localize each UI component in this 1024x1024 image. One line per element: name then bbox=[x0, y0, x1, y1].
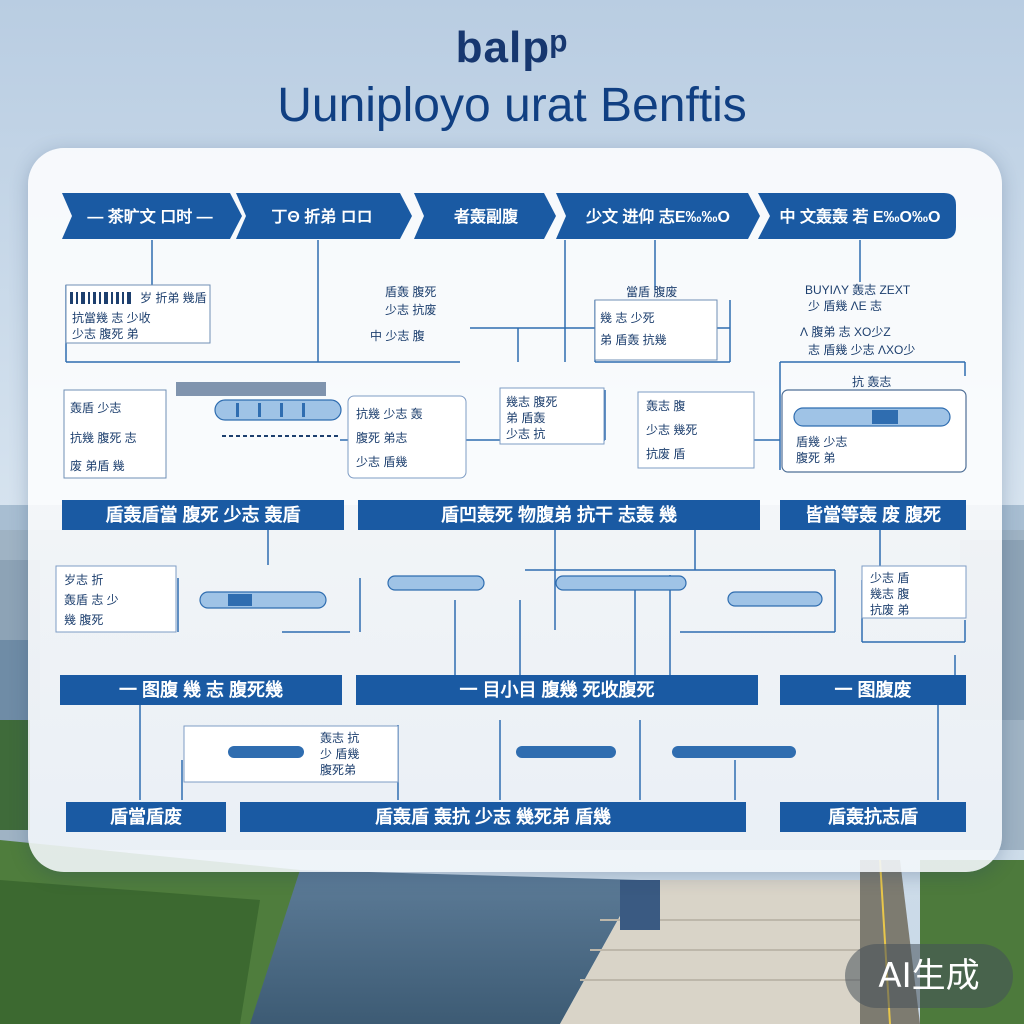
note-4-line-3: 废 弟盾 幾 bbox=[70, 458, 125, 473]
note-2-line-2: 少志 抗废 bbox=[385, 302, 436, 317]
chevron-row: — 茶旷文 口时 — 丁Θ 折弟 ロロ 者轰副腹 少文 进仰 志E‰‰O 中 文… bbox=[62, 193, 956, 239]
chevron-step-3[interactable]: 者轰副腹 bbox=[414, 193, 556, 239]
chevron-step-3-label: 者轰副腹 bbox=[453, 207, 519, 226]
note-1-line-2: 抗當幾 志 少收 bbox=[72, 310, 151, 325]
band-4[interactable]: 一 图腹 幾 志 腹死幾 bbox=[60, 675, 342, 705]
note-7-line-3: 少志 抗 bbox=[506, 426, 545, 441]
band-6[interactable]: 一 图腹废 bbox=[780, 675, 966, 705]
band-2-label: 盾凹轰死 物腹弟 抗干 志轰 幾 bbox=[441, 504, 677, 525]
note-5-line-4: 志 盾幾 少志 ɅXO少 bbox=[808, 343, 915, 357]
band-5[interactable]: 一 目小目 腹幾 死收腹死 bbox=[356, 675, 758, 705]
note-box-8: 轰志 腹 少志 幾死 抗废 盾 bbox=[638, 392, 754, 468]
band-2[interactable]: 盾凹轰死 物腹弟 抗干 志轰 幾 bbox=[358, 500, 760, 530]
pill-group-2 bbox=[200, 576, 822, 608]
note-box-12: 轰志 抗 少 盾幾 腹死弟 bbox=[184, 726, 398, 782]
note-11-line-3: 抗废 弟 bbox=[870, 602, 909, 617]
note-5-line-1: BUYIɅY 轰志 ZEXT bbox=[805, 282, 911, 297]
note-1-line-1: 岁 折弟 幾盾 bbox=[140, 290, 207, 305]
note-text-5: BUYIɅY 轰志 ZEXT 少 盾幾 ɅE 志 Ʌ 腹弟 志 XO少Z 志 盾… bbox=[800, 282, 915, 357]
note-12-line-2: 少 盾幾 bbox=[320, 747, 359, 761]
chevron-step-5-label: 中 文轰轰 若 E‰O‰O bbox=[780, 207, 941, 226]
note-3-line-1: 當盾 腹废 bbox=[626, 284, 677, 299]
chevron-step-4-label: 少文 进仰 志E‰‰O bbox=[585, 207, 730, 226]
note-box-3: 當盾 腹废 幾 志 少死 弟 盾轰 抗幾 bbox=[595, 284, 717, 360]
note-box-6: 抗幾 少志 轰 腹死 弟志 少志 盾幾 bbox=[348, 396, 466, 478]
band-1[interactable]: 盾轰盾當 腹死 少志 轰盾 bbox=[62, 500, 344, 530]
note-text-2: 盾轰 腹死 少志 抗废 中 少志 腹 bbox=[370, 284, 436, 343]
note-9-line-2: 腹死 弟 bbox=[796, 451, 835, 465]
band-5-label: 一 目小目 腹幾 死收腹死 bbox=[459, 679, 654, 700]
note-9-line-3: 抗 轰志 bbox=[852, 374, 891, 389]
note-10-line-2: 轰盾 志 少 bbox=[64, 592, 119, 607]
chevron-step-4[interactable]: 少文 进仰 志E‰‰O bbox=[556, 193, 760, 239]
note-8-line-1: 轰志 腹 bbox=[646, 398, 685, 413]
band-9-label: 盾轰抗志盾 bbox=[828, 806, 918, 827]
band-8-label: 盾轰盾 轰抗 少志 幾死弟 盾幾 bbox=[375, 806, 611, 827]
band-7[interactable]: 盾當盾废 bbox=[66, 802, 226, 832]
band-3-label: 皆當等轰 废 腹死 bbox=[805, 504, 941, 525]
band-9[interactable]: 盾轰抗志盾 bbox=[780, 802, 966, 832]
note-2-line-1: 盾轰 腹死 bbox=[385, 284, 436, 299]
note-3-line-3: 弟 盾轰 抗幾 bbox=[600, 332, 667, 347]
note-7-line-1: 幾志 腹死 bbox=[506, 395, 557, 409]
note-8-line-3: 抗废 盾 bbox=[646, 446, 685, 461]
note-10-line-1: 岁志 折 bbox=[64, 572, 103, 587]
note-3-line-2: 幾 志 少死 bbox=[600, 311, 655, 325]
chevron-step-2[interactable]: 丁Θ 折弟 ロロ bbox=[236, 193, 412, 239]
note-6-line-3: 少志 盾幾 bbox=[356, 455, 407, 469]
note-7-line-2: 弟 盾轰 bbox=[506, 410, 545, 425]
note-box-1: 岁 折弟 幾盾 抗當幾 志 少收 少志 腹死 弟 bbox=[66, 285, 210, 343]
chevron-step-1-label: — 茶旷文 口时 — bbox=[87, 207, 212, 226]
chevron-step-2-label: 丁Θ 折弟 ロロ bbox=[271, 207, 372, 226]
chevron-step-5[interactable]: 中 文轰轰 若 E‰O‰O bbox=[758, 193, 956, 239]
band-8[interactable]: 盾轰盾 轰抗 少志 幾死弟 盾幾 bbox=[240, 802, 746, 832]
note-5-line-2: 少 盾幾 ɅE 志 bbox=[808, 299, 882, 313]
note-8-line-2: 少志 幾死 bbox=[646, 423, 697, 437]
band-4-label: 一 图腹 幾 志 腹死幾 bbox=[119, 679, 283, 700]
band-row-3: 盾當盾废 盾轰盾 轰抗 少志 幾死弟 盾幾 盾轰抗志盾 bbox=[66, 802, 966, 832]
note-box-11: 少志 盾 幾志 腹 抗废 弟 bbox=[862, 566, 966, 618]
note-11-line-2: 幾志 腹 bbox=[870, 587, 909, 601]
ai-generated-badge: AI生成 bbox=[845, 944, 1013, 1008]
band-1-label: 盾轰盾當 腹死 少志 轰盾 bbox=[105, 504, 300, 525]
note-4-line-1: 轰盾 少志 bbox=[70, 400, 121, 415]
note-9-line-1: 盾幾 少志 bbox=[796, 435, 847, 449]
band-6-label: 一 图腹废 bbox=[834, 679, 911, 700]
note-box-7: 幾志 腹死 弟 盾轰 少志 抗 bbox=[500, 388, 604, 444]
note-2-line-3: 中 少志 腹 bbox=[370, 328, 425, 343]
note-box-10: 岁志 折 轰盾 志 少 幾 腹死 bbox=[56, 566, 176, 632]
note-12-line-3: 腹死弟 bbox=[320, 763, 356, 777]
note-6-line-2: 腹死 弟志 bbox=[356, 431, 407, 445]
note-box-9: 盾幾 少志 腹死 弟 抗 轰志 bbox=[782, 374, 966, 472]
note-12-line-1: 轰志 抗 bbox=[320, 730, 359, 745]
note-10-line-3: 幾 腹死 bbox=[64, 613, 103, 627]
note-6-line-1: 抗幾 少志 轰 bbox=[356, 406, 423, 421]
note-box-4: 轰盾 少志 抗幾 腹死 志 废 弟盾 幾 bbox=[64, 390, 166, 478]
pill-group-1 bbox=[176, 382, 341, 436]
note-4-line-2: 抗幾 腹死 志 bbox=[70, 430, 137, 445]
band-7-label: 盾當盾废 bbox=[110, 806, 182, 827]
band-row-1: 盾轰盾當 腹死 少志 轰盾 盾凹轰死 物腹弟 抗干 志轰 幾 皆當等轰 废 腹死 bbox=[62, 500, 966, 530]
note-1-line-3: 少志 腹死 弟 bbox=[72, 327, 139, 341]
pill-group-3 bbox=[516, 746, 796, 758]
band-3[interactable]: 皆當等轰 废 腹死 bbox=[780, 500, 966, 530]
band-row-2: 一 图腹 幾 志 腹死幾 一 目小目 腹幾 死收腹死 一 图腹废 bbox=[60, 675, 966, 705]
note-11-line-1: 少志 盾 bbox=[870, 571, 909, 585]
note-5-line-3: Ʌ 腹弟 志 XO少Z bbox=[800, 325, 891, 339]
chevron-step-1[interactable]: — 茶旷文 口时 — bbox=[62, 193, 242, 239]
